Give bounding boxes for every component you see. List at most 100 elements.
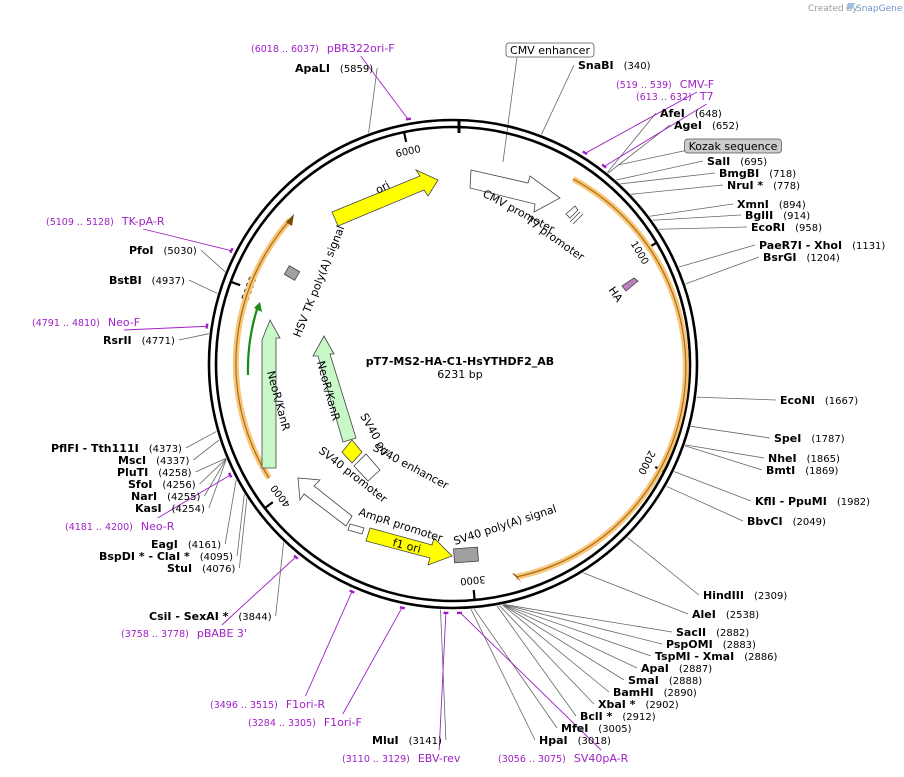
site-name: SmaI [628, 674, 659, 687]
primer-marker [229, 247, 234, 254]
primer-callout [459, 611, 602, 751]
site-name: BspDI * - ClaI * [99, 550, 190, 563]
plasmid-length: 6231 bp [437, 368, 482, 381]
callout-line [185, 431, 217, 449]
callout-lines [123, 55, 777, 751]
primer-callout [438, 611, 447, 751]
site-name: AgeI [674, 119, 702, 132]
site-name: KflI - PpuMI [755, 495, 827, 508]
callout-line [658, 226, 748, 230]
primer-position: (4791 .. 4810) [32, 318, 100, 329]
sv40-enhancer-feature [353, 453, 381, 482]
primer-name: pBABE 3' [197, 627, 247, 640]
callout-line [188, 279, 218, 294]
primer-position: (4181 .. 4200) [65, 522, 133, 533]
tick-label: 3000 [460, 573, 486, 586]
primer-callout [221, 556, 297, 626]
boxed-label-frame [505, 42, 595, 58]
site-position: (5859) [340, 64, 373, 75]
sv40-polya-feature [453, 546, 479, 564]
callout-line [200, 249, 226, 272]
site-name: SfoI [128, 478, 152, 491]
site-name: MluI [372, 734, 399, 747]
f1-ori-feature [365, 527, 453, 566]
ha-tag-feature [621, 277, 639, 292]
primer-marker [399, 606, 406, 610]
callout-line [504, 604, 663, 645]
callout-line [652, 214, 742, 221]
site-name: NarI [131, 490, 157, 503]
callout-line [696, 396, 777, 401]
callout-line [224, 480, 237, 545]
neo-green-arc [246, 302, 262, 376]
callout-line [275, 542, 284, 617]
site-name: SacII [676, 626, 706, 639]
primer-callout [360, 55, 410, 121]
site-name: EagI [151, 538, 178, 551]
primer-name: CMV-F [680, 78, 714, 91]
boxed-label-frame [684, 138, 782, 154]
site-name: NruI * [727, 179, 763, 192]
primer-marker [601, 163, 607, 169]
primer-position: (3758 .. 3778) [121, 629, 189, 640]
tick-mark [264, 501, 274, 510]
site-position: (340) [624, 61, 651, 72]
tick-label: 6000 [395, 144, 422, 160]
callout-line [607, 112, 657, 173]
site-position: (1667) [825, 396, 858, 407]
site-name: RsrII [103, 334, 132, 347]
callout-line [620, 172, 716, 185]
site-position: (4255) [167, 492, 200, 503]
primer-name: F1ori-F [324, 716, 362, 729]
callout-line [499, 605, 595, 705]
site-position: (2902) [645, 700, 678, 711]
site-position: (894) [779, 200, 806, 211]
site-name: CsiI - SexAI * [149, 610, 229, 623]
callout-line [666, 485, 744, 522]
callout-line [199, 458, 227, 485]
site-position: (914) [783, 211, 810, 222]
site-name: ApaLI [295, 62, 330, 75]
primer-position: (613 .. 632) [636, 92, 692, 103]
callout-line [541, 64, 575, 135]
tick-label: 2000 [635, 448, 656, 476]
site-position: (2886) [744, 652, 777, 663]
callout-line [502, 604, 610, 693]
primer-labels: (6018 .. 6037)pBR322ori-F(519 .. 539)CMV… [32, 42, 714, 765]
primer-position: (519 .. 539) [616, 80, 672, 91]
site-position: (3005) [598, 724, 631, 735]
site-name: PspOMI [666, 638, 713, 651]
site-position: (958) [795, 223, 822, 234]
site-name: HindIII [703, 589, 744, 602]
site-position: (1204) [806, 253, 839, 264]
site-position: (695) [740, 157, 767, 168]
primer-name: T7 [699, 90, 714, 103]
primer-name: EBV-rev [418, 752, 461, 765]
callout-line [178, 333, 209, 341]
hsytdf2-cds-arc [512, 176, 689, 583]
callout-line [502, 56, 518, 163]
site-position: (3141) [409, 736, 442, 747]
site-name: NheI [768, 452, 797, 465]
site-position: (2309) [754, 591, 787, 602]
ori-feature [331, 169, 439, 227]
t7-promoter-feature [565, 205, 584, 225]
primer-marker [405, 117, 412, 121]
callout-line [238, 498, 248, 569]
site-name: PaeR7I - XhoI [759, 239, 842, 252]
primer-position: (3496 .. 3515) [210, 700, 278, 711]
callout-line [208, 459, 227, 509]
callout-line [473, 608, 558, 729]
backbone-inner-ring [214, 125, 692, 603]
primer-marker [205, 323, 209, 329]
primer-marker [349, 589, 355, 594]
site-position: (2538) [726, 610, 759, 621]
callout-line [616, 160, 704, 181]
site-name: MscI [118, 454, 146, 467]
site-position: (648) [695, 109, 722, 120]
site-name: BamHI [613, 686, 654, 699]
site-name: BstBI [109, 274, 142, 287]
created-by-text: Created by [808, 4, 858, 14]
site-name: AfeI [660, 107, 685, 120]
